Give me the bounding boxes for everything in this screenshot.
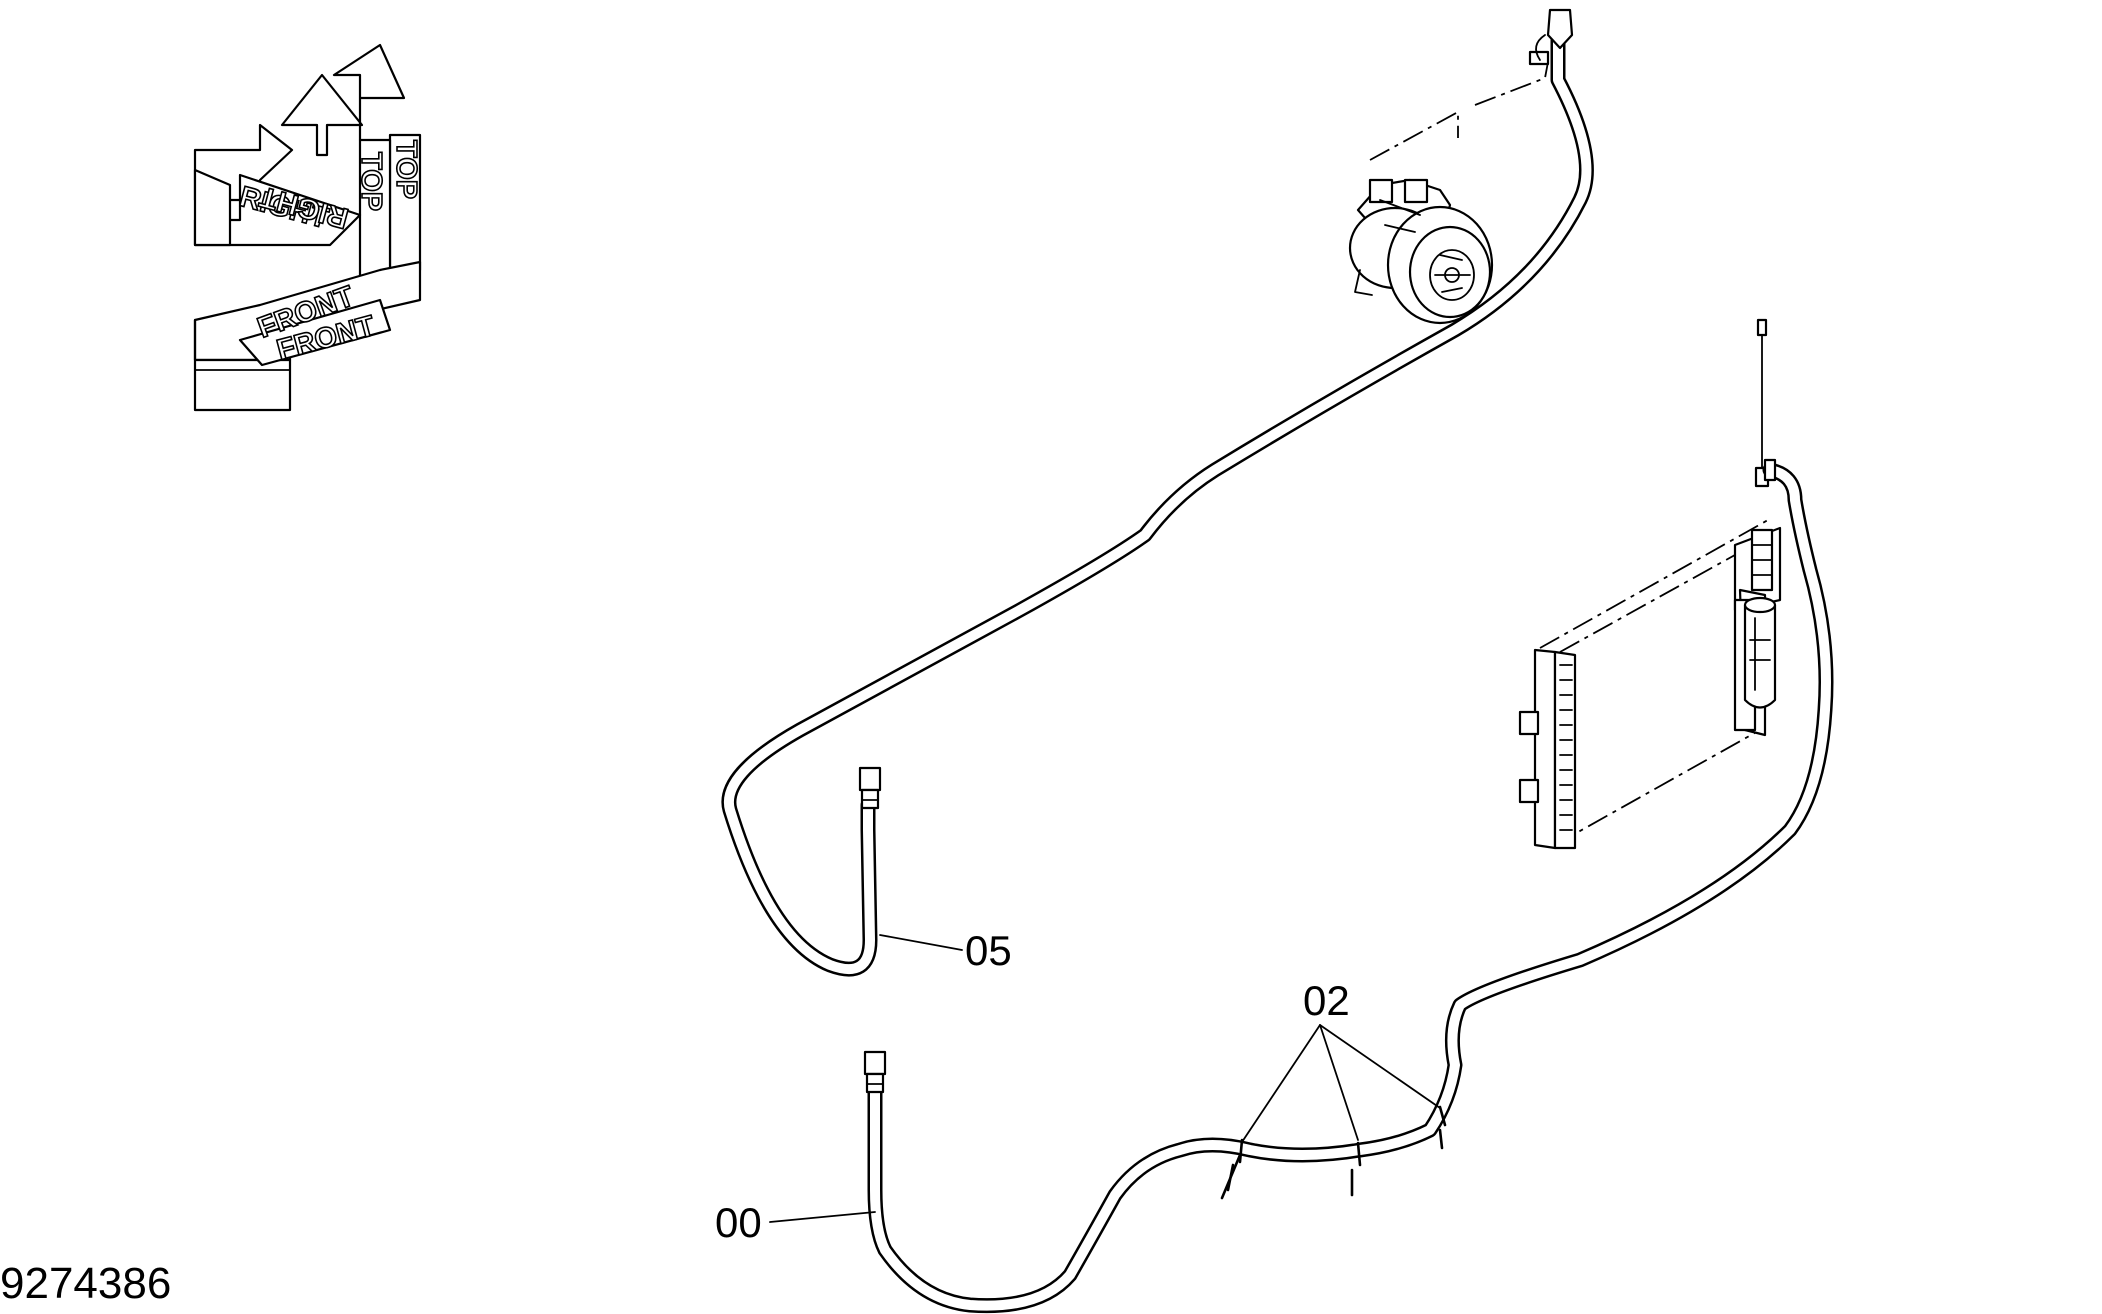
receiver-drier-icon [1743,318,1777,709]
callout-02-label: 02 [1303,977,1350,1024]
callout-05: 05 [879,927,1012,974]
orientation-top-label-2: TOP [390,140,422,199]
condenser-icon [1518,519,1782,850]
clamps [1220,1105,1447,1200]
callout-00: 00 [715,1199,876,1246]
compressor-leader [1369,110,1459,161]
document-number: 9274386 [0,1259,171,1308]
callout-00-label: 00 [715,1199,762,1246]
orientation-cube-icon: TOP TOP RIGHT RIGHT FRONT FRONT [193,43,423,412]
callout-02: 02 [1241,977,1441,1143]
compressor-icon [1348,178,1494,325]
hose-00 [863,458,1834,1314]
compressor-leader-2 [1474,61,1549,106]
orientation-top-label: TOP [355,152,387,211]
hose-05 [721,8,1594,977]
callout-05-label: 05 [965,927,1012,974]
